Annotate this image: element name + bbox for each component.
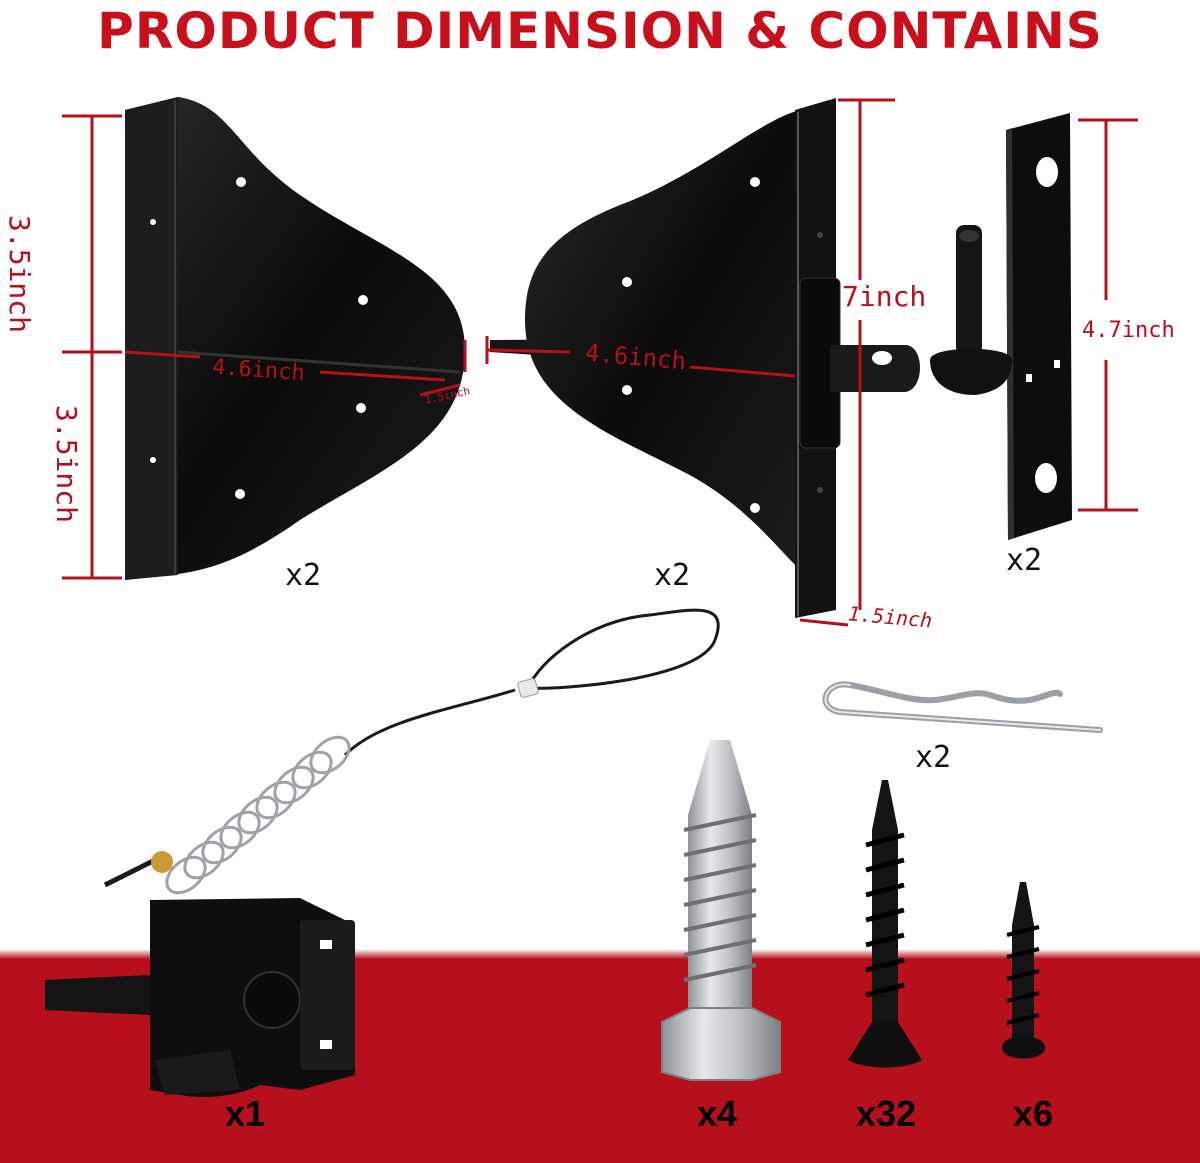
cotter-pin-quantity: x2 [915, 740, 952, 775]
strike-plate-quantity: x2 [1006, 543, 1043, 578]
long-wood-screw-image [848, 780, 922, 1068]
bracket-height-right-label: 7inch [842, 280, 927, 313]
page-title: PRODUCT DIMENSION & CONTAINS [97, 2, 1103, 60]
gate-latch-image [45, 608, 720, 1097]
left-bracket-quantity: x2 [285, 558, 322, 593]
gate-latch-quantity: x1 [225, 1093, 266, 1134]
short-wood-screw-quantity: x6 [1013, 1093, 1054, 1134]
long-wood-screw-quantity: x32 [856, 1093, 917, 1134]
strike-plate-image [930, 113, 1072, 540]
bracket-height-top-label: 3.5inch [3, 215, 36, 334]
strike-plate-height-label: 4.7inch [1082, 318, 1175, 343]
right-bracket-quantity: x2 [654, 558, 691, 593]
left-bracket-image [125, 97, 465, 580]
lag-screw-image [661, 740, 781, 1081]
dimension-lines [62, 98, 1138, 627]
short-wood-screw-image [1002, 882, 1045, 1059]
lag-screw-quantity: x4 [697, 1093, 738, 1134]
cotter-pin-image [822, 681, 1103, 733]
bracket-height-bottom-label: 3.5inch [50, 405, 83, 524]
right-bracket-image [490, 98, 920, 618]
